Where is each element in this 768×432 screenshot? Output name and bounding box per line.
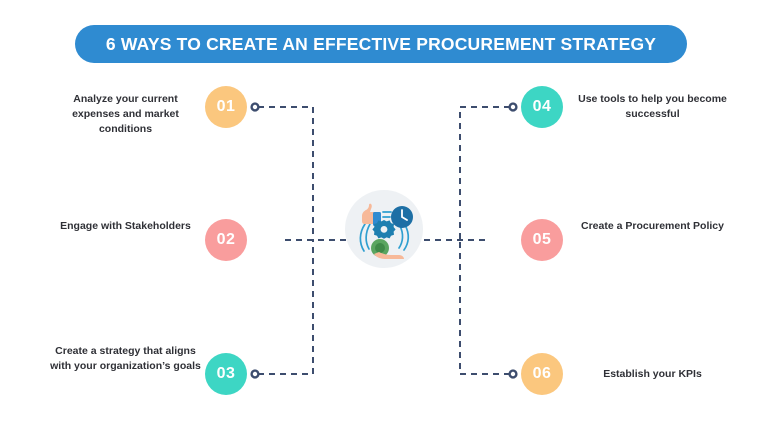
clock-icon — [391, 206, 413, 228]
hand-with-coin-icon — [371, 239, 404, 259]
step-circle-04[interactable]: 04 — [521, 86, 563, 128]
wire-step-04 — [459, 106, 510, 240]
wire-step-01 — [258, 106, 314, 240]
step-number-04: 04 — [532, 98, 552, 115]
step-label-05: Create a Procurement Policy — [581, 220, 724, 232]
step-number-06: 06 — [532, 365, 552, 382]
procurement-strategy-emblem — [345, 190, 423, 268]
wire-step-06 — [459, 240, 510, 375]
step-circle-01[interactable]: 01 — [205, 86, 247, 128]
wire-dot-04 — [508, 102, 518, 112]
wire-dot-06 — [508, 369, 518, 379]
step-number-03: 03 — [216, 365, 236, 382]
page-title-banner: 6 WAYS TO CREATE AN EFFECTIVE PROCUREMEN… — [75, 25, 687, 63]
step-number-02: 02 — [216, 231, 236, 248]
step-label-02: Engage with Stakeholders — [60, 220, 191, 232]
wire-dot-03 — [250, 369, 260, 379]
step-circle-02[interactable]: 02 — [205, 219, 247, 261]
wire-step-03 — [258, 240, 314, 375]
step-number-05: 05 — [532, 231, 552, 248]
step-circle-05[interactable]: 05 — [521, 219, 563, 261]
step-number-01: 01 — [216, 98, 236, 115]
step-label-01: Analyze your current expenses and market… — [72, 93, 179, 136]
step-circle-03[interactable]: 03 — [205, 353, 247, 395]
step-label-04: Use tools to help you become successful — [578, 93, 727, 121]
gear-icon — [372, 220, 396, 239]
step-circle-06[interactable]: 06 — [521, 353, 563, 395]
step-label-03: Create a strategy that aligns with your … — [50, 345, 201, 373]
wire-dot-01 — [250, 102, 260, 112]
step-label-06: Establish your KPIs — [603, 368, 702, 380]
page-title: 6 WAYS TO CREATE AN EFFECTIVE PROCUREMEN… — [105, 33, 657, 54]
